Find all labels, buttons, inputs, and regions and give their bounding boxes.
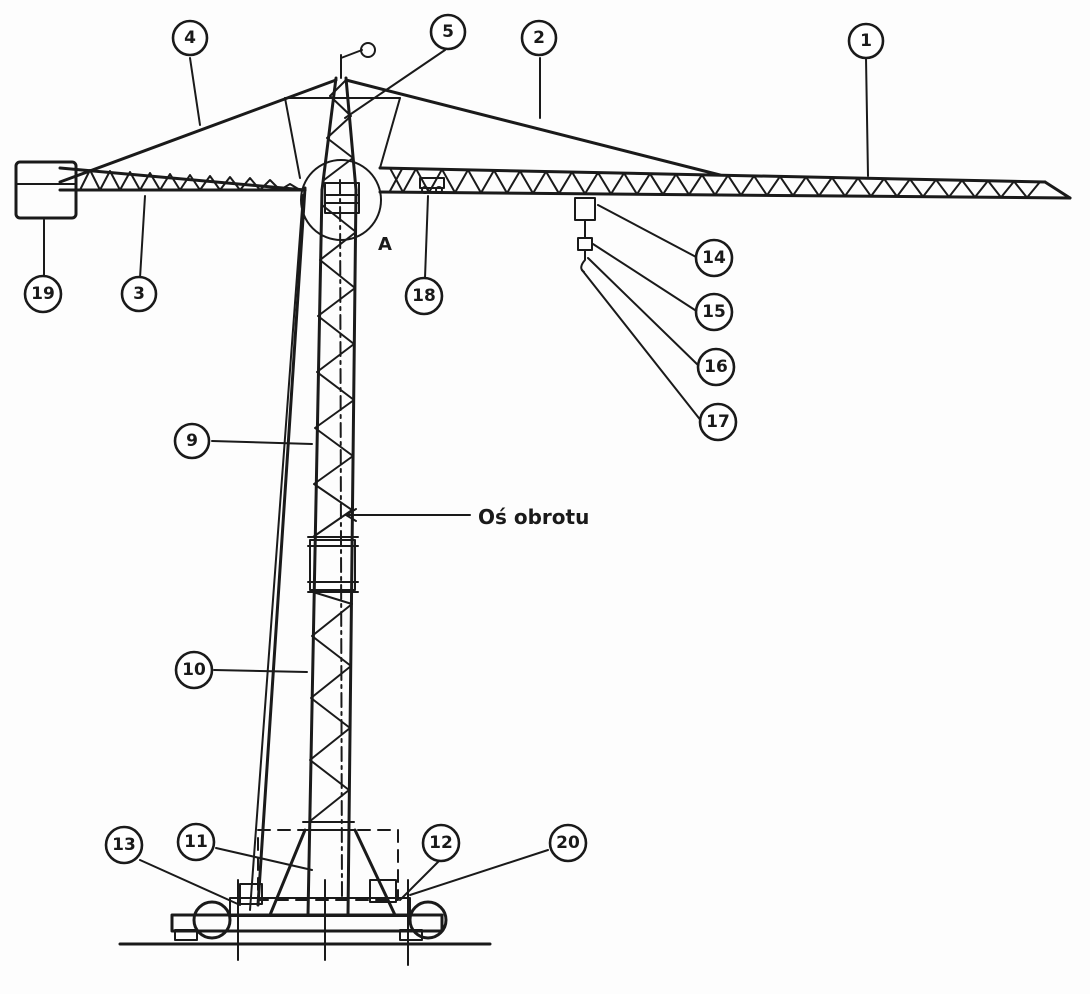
callout-14: 14 — [694, 238, 734, 278]
callout-19: 19 — [23, 274, 63, 314]
svg-text:14: 14 — [702, 248, 726, 268]
callout-4: 4 — [171, 19, 209, 57]
callout-13: 13 — [104, 825, 144, 865]
axis-label: Oś obrotu — [478, 505, 589, 529]
callout-17: 17 — [698, 402, 738, 442]
svg-text:16: 16 — [704, 357, 728, 377]
svg-text:13: 13 — [112, 835, 136, 855]
svg-text:20: 20 — [556, 833, 580, 853]
detail-label: A — [378, 234, 392, 255]
callout-11: 11 — [176, 822, 216, 862]
counterweight — [14, 160, 78, 220]
jib-lattice — [389, 167, 1041, 199]
callout-18: 18 — [404, 276, 444, 316]
svg-text:11: 11 — [184, 832, 208, 852]
detail-circle-a — [300, 159, 382, 241]
tower-mast — [302, 179, 359, 917]
svg-text:4: 4 — [184, 28, 196, 48]
callout-1: 1 — [847, 22, 885, 60]
svg-text:2: 2 — [533, 28, 545, 48]
callout-3: 3 — [120, 275, 158, 313]
callout-20: 20 — [548, 823, 588, 863]
svg-text:3: 3 — [133, 284, 145, 304]
svg-text:15: 15 — [702, 302, 726, 322]
leader-lines — [43, 49, 869, 906]
svg-text:9: 9 — [186, 431, 198, 451]
svg-text:19: 19 — [31, 284, 55, 304]
wheel-right — [408, 900, 448, 940]
counter-jib — [14, 160, 307, 220]
svg-text:17: 17 — [706, 412, 730, 432]
tower-head — [300, 42, 382, 241]
svg-text:5: 5 — [442, 22, 454, 42]
pendant-ties — [58, 78, 722, 184]
guy-lines — [249, 186, 307, 911]
wheel-left — [192, 900, 232, 940]
callout-10: 10 — [174, 650, 214, 690]
callout-15: 15 — [694, 292, 734, 332]
main-jib — [378, 166, 1072, 200]
callout-9: 9 — [173, 422, 211, 460]
axis-of-rotation — [339, 179, 343, 901]
svg-text:1: 1 — [860, 31, 872, 51]
svg-text:10: 10 — [182, 660, 206, 680]
callout-5: 5 — [429, 13, 467, 51]
svg-text:18: 18 — [412, 286, 436, 306]
callout-2: 2 — [520, 19, 558, 57]
svg-text:12: 12 — [429, 833, 453, 853]
callout-12: 12 — [421, 823, 461, 863]
callout-16: 16 — [696, 347, 736, 387]
